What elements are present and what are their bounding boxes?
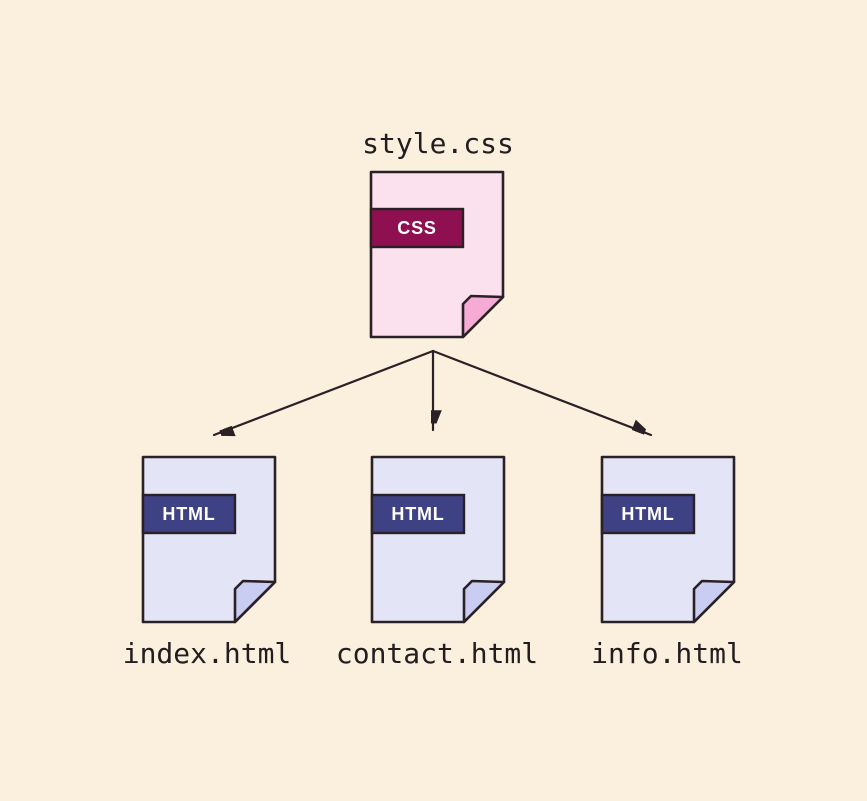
info-html-file-icon: HTML — [600, 455, 736, 624]
arrow-to-info-html — [431, 349, 653, 437]
link-arrows — [212, 349, 653, 450]
arrow-to-index-html — [212, 349, 435, 435]
index-html-folded-corner — [233, 579, 277, 624]
info-html-badge — [600, 493, 696, 535]
contact-html-folded-corner — [462, 579, 506, 624]
css-file-icon: CSS — [369, 170, 505, 339]
index-html-file-icon: HTML — [141, 455, 277, 624]
contact-html-badge-label: HTML — [391, 504, 444, 524]
index-html-badge — [141, 493, 237, 535]
index-html-badge-label: HTML — [162, 504, 215, 524]
css-file-title: style.css — [362, 127, 514, 160]
css-badge-label: CSS — [397, 218, 436, 238]
info-html-badge-label: HTML — [621, 504, 674, 524]
contact-html-label: contact.html — [335, 637, 539, 670]
info-html-folded-corner — [692, 579, 736, 624]
css-file-folded-corner — [461, 294, 505, 339]
contact-html-file-icon: HTML — [370, 455, 506, 624]
index-html-label: index.html — [122, 637, 292, 670]
css-badge — [369, 207, 465, 249]
contact-html-badge — [370, 493, 466, 535]
info-html-label: info.html — [591, 637, 743, 670]
